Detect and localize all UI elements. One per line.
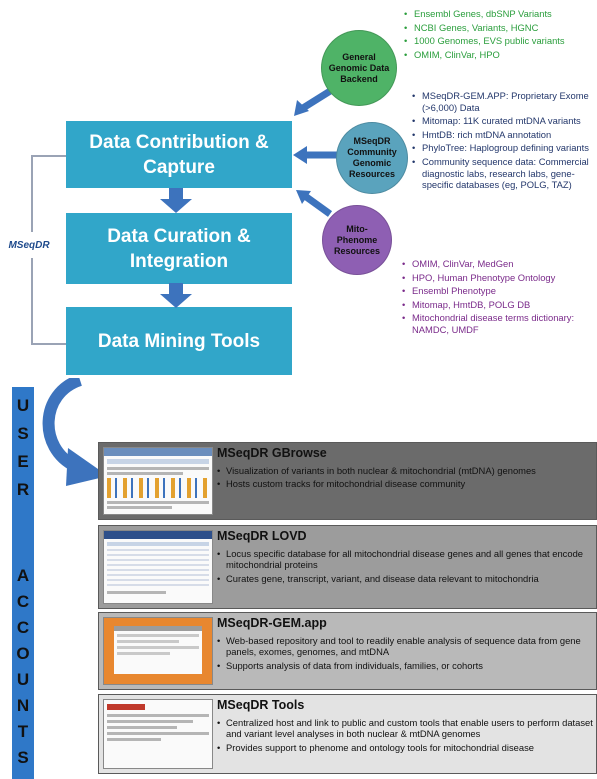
step-data-curation: Data Curation & Integration <box>66 213 292 284</box>
circle-mito-label: Mito-Phenome Resources <box>333 223 381 256</box>
community-resource-list: MSeqDR-GEM.APP: Proprietary Exome (>6,00… <box>410 90 590 193</box>
letter-u: U <box>16 396 30 415</box>
list-item: Community sequence data: Commercial diag… <box>410 156 590 191</box>
list-item: Mitomap, HmtDB, POLG DB <box>400 299 595 311</box>
list-item: Centralized host and link to public and … <box>217 717 594 740</box>
user-accounts-bar <box>12 387 34 779</box>
list-item: Locus specific database for all mitochon… <box>217 548 594 571</box>
list-item: Supports analysis of data from individua… <box>217 660 594 672</box>
tool-title: MSeqDR Tools <box>217 698 305 712</box>
list-item: Provides support to phenome and ontology… <box>217 742 594 754</box>
tool-bullets: Centralized host and link to public and … <box>217 717 594 755</box>
list-item: Mitochondrial disease terms dictionary: … <box>400 312 595 335</box>
list-item: Mitomap: 11K curated mtDNA variants <box>410 115 590 127</box>
tool-title: MSeqDR-GEM.app <box>217 616 327 630</box>
lovd-screenshot <box>103 530 213 604</box>
list-item: MSeqDR-GEM.APP: Proprietary Exome (>6,00… <box>410 90 590 113</box>
letter-t: T <box>17 722 29 741</box>
mito-resource-list: OMIM, ClinVar, MedGen HPO, Human Phenoty… <box>400 258 595 338</box>
gbrowse-screenshot <box>103 447 213 515</box>
tool-lovd: MSeqDR LOVD Locus specific database for … <box>98 525 597 609</box>
list-item: Curates gene, transcript, variant, and d… <box>217 573 594 585</box>
letter-c1: C <box>16 592 30 611</box>
letter-c2: C <box>16 618 30 637</box>
curved-arrow-icon <box>42 378 108 486</box>
list-item: PhyloTree: Haplogroup defining variants <box>410 142 590 154</box>
list-item: Visualization of variants in both nuclea… <box>217 465 594 477</box>
circle-general-backend: General Genomic Data Backend <box>321 30 397 106</box>
circle-general-label: General Genomic Data Backend <box>328 51 390 84</box>
tool-gbrowse: MSeqDR GBrowse Visualization of variants… <box>98 442 597 520</box>
letter-o: O <box>16 644 30 663</box>
tool-bullets: Web-based repository and tool to readily… <box>217 635 594 673</box>
down-arrow-2-icon <box>160 283 192 308</box>
circle-mito-phenome: Mito-Phenome Resources <box>322 205 392 275</box>
list-item: Web-based repository and tool to readily… <box>217 635 594 658</box>
down-arrow-1-icon <box>160 188 192 213</box>
general-resource-list: Ensembl Genes, dbSNP Variants NCBI Genes… <box>402 8 597 62</box>
circle-community-resources: MSeqDR Community Genomic Resources <box>336 122 408 194</box>
list-item: 1000 Genomes, EVS public variants <box>402 35 597 47</box>
step-data-contribution: Data Contribution & Capture <box>66 121 292 188</box>
tool-bullets: Locus specific database for all mitochon… <box>217 548 594 586</box>
mseqdr-logo: MSeqDR <box>4 232 54 258</box>
letter-r: R <box>16 480 30 499</box>
list-item: Ensembl Phenotype <box>400 285 595 297</box>
list-item: Ensembl Genes, dbSNP Variants <box>402 8 597 20</box>
mseqdr-logo-text: MSeqDR <box>8 239 50 251</box>
list-item: NCBI Genes, Variants, HGNC <box>402 22 597 34</box>
tool-title: MSeqDR GBrowse <box>217 446 327 460</box>
list-item: OMIM, ClinVar, HPO <box>402 49 597 61</box>
letter-s: S <box>17 424 29 443</box>
letter-a: A <box>16 566 30 585</box>
letter-e: E <box>17 452 29 471</box>
tool-bullets: Visualization of variants in both nuclea… <box>217 465 594 492</box>
tool-mseqdr-tools: MSeqDR Tools Centralized host and link t… <box>98 694 597 774</box>
list-item: HPO, Human Phenotype Ontology <box>400 272 595 284</box>
letter-u2: U <box>16 670 30 689</box>
letter-s2: S <box>17 748 29 767</box>
bracket-top <box>31 155 66 157</box>
tool-title: MSeqDR LOVD <box>217 529 307 543</box>
step-data-mining: Data Mining Tools <box>66 307 292 375</box>
list-item: OMIM, ClinVar, MedGen <box>400 258 595 270</box>
list-item: Hosts custom tracks for mitochondrial di… <box>217 478 594 490</box>
tools-screenshot <box>103 699 213 769</box>
bracket-bottom <box>31 343 66 345</box>
gem-app-screenshot <box>103 617 213 685</box>
list-item: HmtDB: rich mtDNA annotation <box>410 129 590 141</box>
tool-gem-app: MSeqDR-GEM.app Web-based repository and … <box>98 612 597 690</box>
letter-n: N <box>16 696 30 715</box>
circle-community-label: MSeqDR Community Genomic Resources <box>347 136 397 179</box>
